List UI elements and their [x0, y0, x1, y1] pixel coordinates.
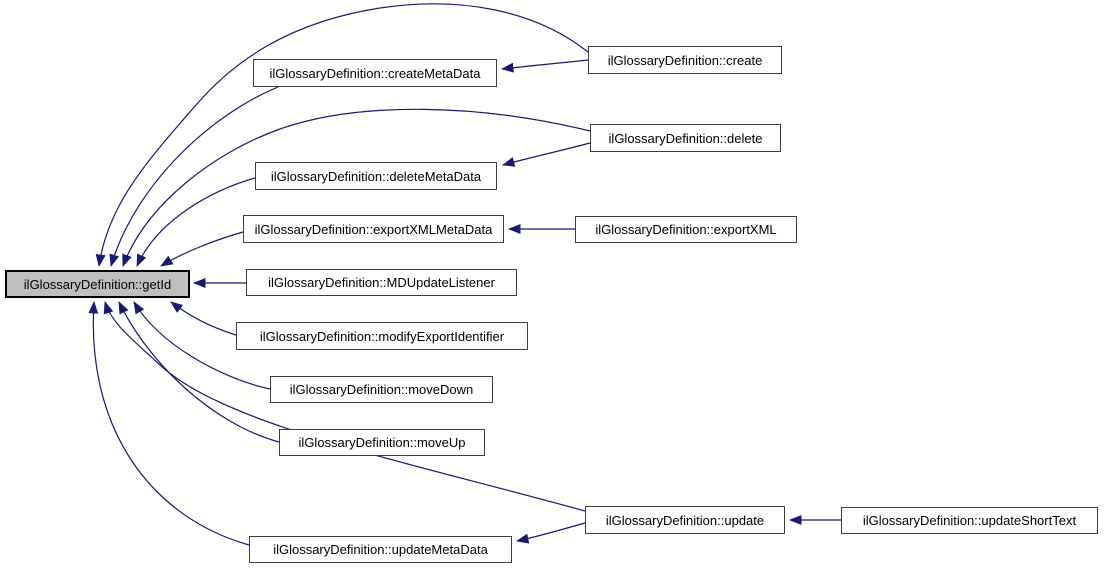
graph-node-create[interactable]: ilGlossaryDefinition::create	[588, 46, 782, 74]
graph-node-moveUp[interactable]: ilGlossaryDefinition::moveUp	[279, 429, 485, 456]
graph-node-update[interactable]: ilGlossaryDefinition::update	[585, 506, 785, 534]
graph-node-createMetaData[interactable]: ilGlossaryDefinition::createMetaData	[253, 59, 497, 87]
graph-node-getId: ilGlossaryDefinition::getId	[5, 270, 190, 298]
edge-update-to-updateMetaData	[516, 522, 586, 544]
graph-node-deleteMetaData[interactable]: ilGlossaryDefinition::deleteMetaData	[255, 162, 497, 190]
edge-deleteMetaData-to-getId	[136, 177, 256, 267]
edge-exportXMLMetaData-to-getId	[160, 231, 244, 267]
graph-node-exportXML[interactable]: ilGlossaryDefinition::exportXML	[575, 216, 797, 243]
edge-createMetaData-to-getId	[109, 86, 279, 267]
graph-node-exportXMLMetaData[interactable]: ilGlossaryDefinition::exportXMLMetaData	[243, 215, 504, 243]
edge-update-to-getId	[103, 301, 586, 512]
edge-create-to-getId	[95, 3, 589, 267]
graph-node-MDUpdateListener[interactable]: ilGlossaryDefinition::MDUpdateListener	[246, 269, 517, 296]
edge-create-to-createMetaData	[501, 59, 589, 73]
edge-modifyExportIdentifier-to-getId	[170, 301, 237, 336]
edge-moveDown-to-getId	[133, 301, 271, 390]
graph-node-delete[interactable]: ilGlossaryDefinition::delete	[590, 124, 781, 152]
graph-node-updateShortText[interactable]: ilGlossaryDefinition::updateShortText	[841, 507, 1098, 534]
edge-moveUp-to-getId	[118, 301, 280, 443]
graph-node-updateMetaData[interactable]: ilGlossaryDefinition::updateMetaData	[249, 536, 512, 563]
edge-updateMetaData-to-getId	[88, 301, 250, 546]
edge-delete-to-deleteMetaData	[502, 142, 591, 167]
edge-delete-to-getId	[122, 108, 591, 267]
graph-node-moveDown[interactable]: ilGlossaryDefinition::moveDown	[270, 376, 493, 403]
graph-node-modifyExportIdentifier[interactable]: ilGlossaryDefinition::modifyExportIdenti…	[236, 322, 528, 350]
